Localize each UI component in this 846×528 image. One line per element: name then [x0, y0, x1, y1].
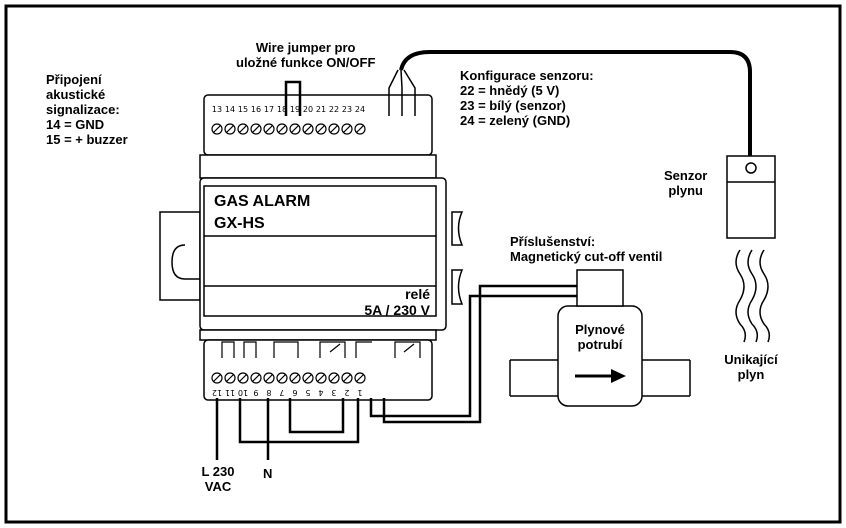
screw-slot — [226, 125, 234, 133]
terminal-number: 2 — [344, 388, 349, 397]
screw-slot — [343, 374, 351, 382]
live-line2: VAC — [204, 479, 232, 494]
terminal-number: 18 — [277, 105, 287, 114]
leak-line1: Unikající — [724, 352, 778, 367]
sensor-config-line: 22 = hnědý (5 V) — [460, 83, 560, 98]
acoustic-label: Připojení akustické signalizace: 14 = GN… — [46, 72, 128, 147]
terminal-number: 3 — [331, 388, 336, 397]
device-title-line2: GX-HS — [214, 215, 265, 232]
acoustic-line: 15 = + buzzer — [46, 132, 128, 147]
gas-alarm-device — [199, 94, 447, 401]
terminal-number: 15 — [238, 105, 248, 114]
terminal-number: 23 — [342, 105, 352, 114]
sensor-label: Senzor plynu — [664, 168, 707, 198]
device-title: GAS ALARM GX-HS — [214, 192, 310, 233]
sensor-config-line: Konfigurace senzoru: — [460, 68, 594, 83]
device-title-line1: GAS ALARM — [214, 193, 311, 210]
pipe-line2: potrubí — [577, 337, 623, 352]
pipe-label: Plynové potrubí — [566, 322, 634, 352]
screw-slot — [291, 125, 299, 133]
screw-slot — [304, 374, 312, 382]
relay-line2: 5A / 230 V — [364, 302, 430, 318]
screw-slot — [304, 125, 312, 133]
terminal-number: 14 — [225, 105, 235, 114]
internal-contacts — [221, 341, 421, 358]
terminal-number: 13 — [212, 105, 222, 114]
leak-line2: plyn — [737, 367, 765, 382]
screw-slot — [278, 125, 286, 133]
sensor-cable — [388, 50, 752, 156]
din-rail — [159, 211, 464, 305]
screw-slot — [356, 374, 364, 382]
screw-slot — [291, 374, 299, 382]
relay-rating: relé 5A / 230 V — [326, 286, 430, 318]
screw-slot — [213, 374, 221, 382]
screw-slot — [226, 374, 234, 382]
terminal-number: 12 — [212, 388, 222, 397]
terminal-number: 7 — [279, 388, 284, 397]
live-label: L 230 VAC — [196, 464, 240, 494]
screw-slot — [213, 125, 221, 133]
screw-slot — [239, 374, 247, 382]
jumper-label-line1: Wire jumper pro — [255, 40, 356, 55]
terminal-number: 20 — [303, 105, 313, 114]
screw-slot — [317, 374, 325, 382]
acoustic-line: 14 = GND — [46, 117, 105, 132]
accessory-line2: Magnetický cut-off ventil — [510, 249, 663, 264]
terminal-number: 5 — [305, 388, 310, 397]
valve-wires — [369, 284, 577, 424]
jumper-label: Wire jumper pro uložné funkce ON/OFF — [236, 40, 375, 70]
terminal-number: 24 — [355, 105, 365, 114]
terminal-number: 19 — [290, 105, 300, 114]
screw-slot — [252, 125, 260, 133]
terminal-number: 8 — [266, 388, 271, 397]
sensor-label-line1: Senzor — [664, 168, 708, 183]
screw-slot — [356, 125, 364, 133]
gas-sensor — [726, 155, 776, 239]
terminal-number: 4 — [318, 388, 323, 397]
sensor-config-line: 24 = zelený (GND) — [460, 113, 571, 128]
screw-slot — [343, 125, 351, 133]
screw-slot — [278, 374, 286, 382]
acoustic-line: akustické — [46, 87, 106, 102]
leak-label: Unikající plyn — [716, 352, 786, 382]
flow-arrow-icon — [575, 369, 626, 383]
terminal-number: 17 — [264, 105, 274, 114]
live-line1: L 230 — [201, 464, 235, 479]
accessory-line1: Příslušenství: — [510, 234, 596, 249]
jumper-label-line2: uložné funkce ON/OFF — [236, 55, 376, 70]
screw-slot — [330, 125, 338, 133]
neutral-line: N — [263, 466, 273, 481]
screw-slot — [317, 125, 325, 133]
screw-slot — [330, 374, 338, 382]
screw-slot — [265, 125, 273, 133]
terminal-number: 1 — [357, 388, 362, 397]
terminal-number: 21 — [316, 105, 326, 114]
jumper-wire — [284, 80, 302, 116]
accessory-label: Příslušenství: Magnetický cut-off ventil — [510, 234, 662, 264]
terminal-number: 16 — [251, 105, 261, 114]
terminal-number: 9 — [253, 388, 258, 397]
terminal-number: 6 — [292, 388, 297, 397]
pipe-line1: Plynové — [575, 322, 625, 337]
acoustic-line: signalizace: — [46, 102, 120, 117]
screw-slot — [265, 374, 273, 382]
cut-off-valve — [576, 269, 624, 307]
relay-line1: relé — [405, 286, 430, 302]
sensor-config-label: Konfigurace senzoru: 22 = hnědý (5 V) 23… — [460, 68, 594, 128]
sensor-config-line: 23 = bílý (senzor) — [460, 98, 566, 113]
terminal-number: 22 — [329, 105, 339, 114]
terminal-number: 10 — [238, 388, 248, 397]
neutral-label: N — [263, 466, 272, 481]
screw-slot — [252, 374, 260, 382]
screw-slot — [239, 125, 247, 133]
terminal-number: 11 — [225, 388, 235, 397]
sensor-label-line2: plynu — [668, 183, 703, 198]
acoustic-line: Připojení — [46, 72, 102, 87]
power-wires — [215, 398, 360, 460]
gas-leak-wisps — [735, 249, 771, 343]
